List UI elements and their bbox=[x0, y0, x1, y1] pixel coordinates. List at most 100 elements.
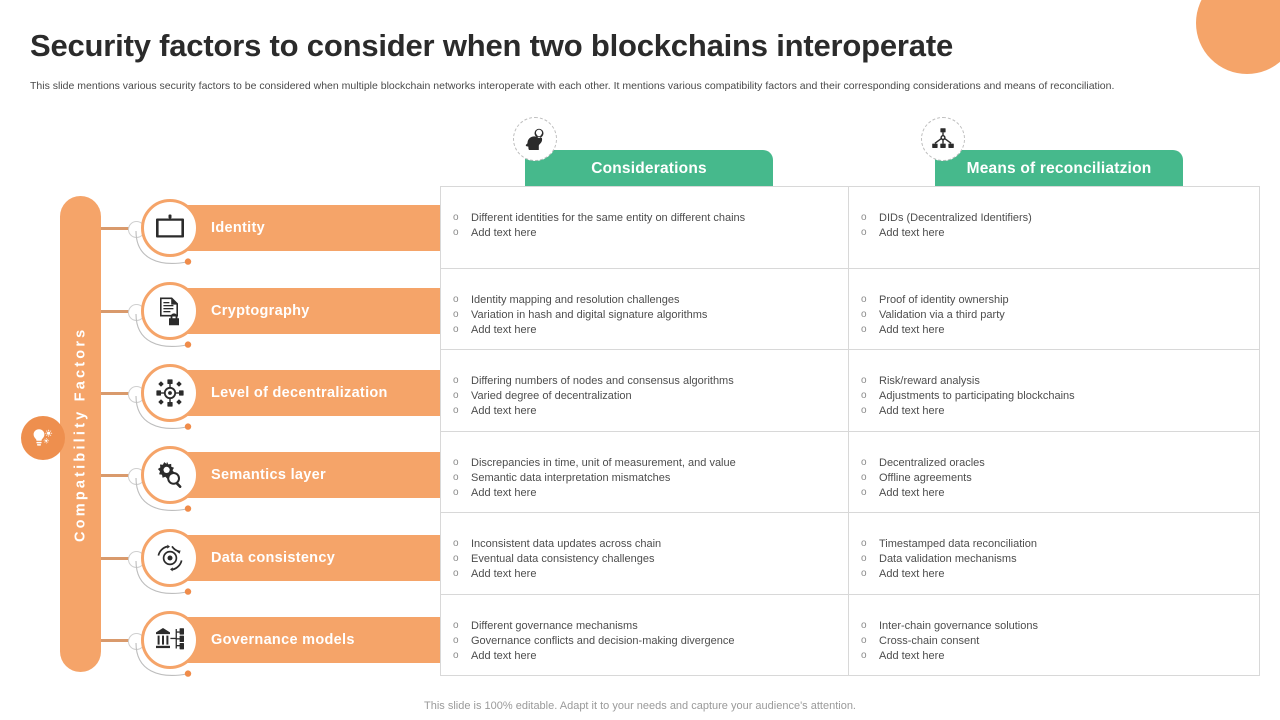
factor-label: Cryptography bbox=[211, 303, 310, 319]
connector-arc bbox=[131, 312, 201, 357]
bullet-marker-icon: o bbox=[861, 456, 867, 468]
bullet-text: Adjustments to participating blockchains bbox=[879, 390, 1075, 402]
connector-line bbox=[101, 310, 133, 313]
bullet-item: o Add text here bbox=[861, 404, 1259, 419]
connector-arc bbox=[131, 559, 201, 604]
table-cell-considerations[interactable]: o Differing numbers of nodes and consensu… bbox=[441, 350, 849, 431]
page-subtitle: This slide mentions various security fac… bbox=[30, 80, 1115, 92]
bullet-marker-icon: o bbox=[453, 649, 459, 661]
bullet-item: o Inter-chain governance solutions bbox=[861, 619, 1259, 634]
bullet-item: o Add text here bbox=[453, 226, 848, 241]
bullet-item: o Add text here bbox=[861, 649, 1259, 664]
connector-line bbox=[101, 557, 133, 560]
bullet-text: Differing numbers of nodes and consensus… bbox=[471, 375, 734, 387]
bullet-marker-icon: o bbox=[453, 227, 459, 238]
bullet-text: Add text here bbox=[471, 649, 537, 662]
compatibility-factors-label: Compatibility Factors bbox=[72, 326, 89, 542]
connector-line bbox=[101, 227, 133, 230]
table-cell-considerations[interactable]: o Different identities for the same entit… bbox=[441, 187, 849, 268]
bullet-marker-icon: o bbox=[861, 293, 867, 305]
bullet-text: Add text here bbox=[471, 405, 537, 417]
factor-label: Identity bbox=[211, 220, 265, 236]
bullet-text: Inconsistent data updates across chain bbox=[471, 538, 662, 550]
bullet-text: Add text here bbox=[471, 568, 537, 580]
footer-note: This slide is 100% editable. Adapt it to… bbox=[424, 700, 856, 712]
bullet-item: o Add text here bbox=[453, 486, 848, 501]
column-header-considerations[interactable]: Considerations bbox=[525, 150, 773, 188]
page-title: Security factors to consider when two bl… bbox=[30, 28, 953, 63]
gear-magnifier-icon bbox=[141, 446, 199, 504]
bullet-marker-icon: o bbox=[453, 553, 459, 564]
bullet-text: Add text here bbox=[879, 405, 945, 417]
bullet-text: Governance conflicts and decision-making… bbox=[471, 634, 735, 647]
compatibility-factors-rail bbox=[60, 196, 101, 672]
bullet-marker-icon: o bbox=[861, 375, 867, 386]
bullet-marker-icon: o bbox=[453, 405, 459, 416]
bullet-text: Decentralized oracles bbox=[879, 456, 985, 469]
bullet-marker-icon: o bbox=[861, 471, 867, 483]
bullet-text: Validation via a third party bbox=[879, 308, 1005, 321]
bullet-marker-icon: o bbox=[861, 323, 867, 335]
bullet-text: Add text here bbox=[879, 649, 945, 662]
bullet-marker-icon: o bbox=[453, 390, 459, 401]
factors-table: o Different identities for the same entit… bbox=[440, 186, 1260, 676]
bullet-marker-icon: o bbox=[861, 619, 867, 631]
bullet-item: o Inconsistent data updates across chain bbox=[453, 537, 848, 552]
bullet-text: Data validation mechanisms bbox=[879, 553, 1017, 565]
table-row: o Differing numbers of nodes and consensu… bbox=[441, 350, 1259, 432]
bullet-marker-icon: o bbox=[861, 649, 867, 661]
bullet-text: Risk/reward analysis bbox=[879, 375, 980, 387]
bullet-item: o Risk/reward analysis bbox=[861, 374, 1259, 389]
connector-line bbox=[101, 392, 133, 395]
bullet-text: Add text here bbox=[471, 486, 537, 499]
bullet-marker-icon: o bbox=[861, 405, 867, 416]
bullet-marker-icon: o bbox=[861, 538, 867, 549]
factor-label: Governance models bbox=[211, 632, 355, 648]
connector-arc bbox=[131, 394, 201, 439]
bullet-text: Timestamped data reconciliation bbox=[879, 538, 1037, 550]
bullet-marker-icon: o bbox=[453, 486, 459, 498]
column-header-means-of-reconciliation[interactable]: Means of reconciliatzion bbox=[935, 150, 1183, 188]
bullet-text: Inter-chain governance solutions bbox=[879, 619, 1038, 632]
table-row: o Different identities for the same entit… bbox=[441, 187, 1259, 269]
bullet-text: Varied degree of decentralization bbox=[471, 390, 632, 402]
bullet-text: Add text here bbox=[879, 486, 945, 499]
bullet-text: Different identities for the same entity… bbox=[471, 212, 746, 224]
connector-arc bbox=[131, 476, 201, 521]
bullet-marker-icon: o bbox=[453, 212, 459, 223]
bullet-item: o Varied degree of decentralization bbox=[453, 389, 848, 404]
bullet-text: Add text here bbox=[471, 227, 537, 239]
bullet-text: Variation in hash and digital signature … bbox=[471, 308, 708, 321]
bullet-marker-icon: o bbox=[861, 553, 867, 564]
head-idea-icon bbox=[513, 117, 557, 161]
bullet-text: DIDs (Decentralized Identifiers) bbox=[879, 212, 1032, 224]
corner-decoration-circle bbox=[1196, 0, 1280, 74]
bullet-marker-icon: o bbox=[453, 538, 459, 549]
